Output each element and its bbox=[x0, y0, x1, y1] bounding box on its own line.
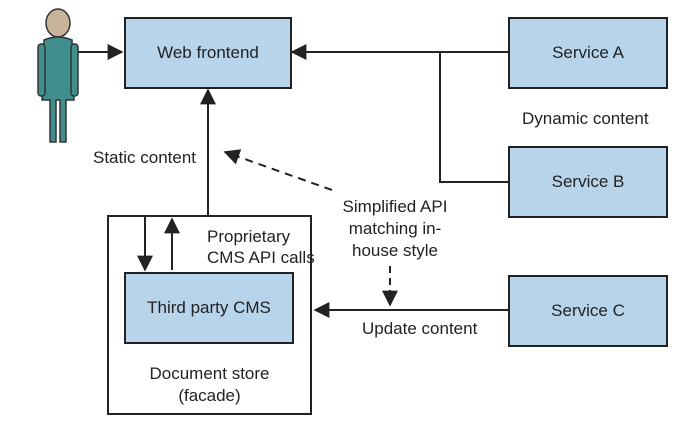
service-b-node: Service B bbox=[508, 146, 668, 218]
simplified-api-label-line-1: Simplified API bbox=[342, 197, 448, 216]
connector-service-b bbox=[439, 52, 508, 183]
dynamic-content-label: Dynamic content bbox=[522, 109, 649, 128]
third-party-cms-label: Third party CMS bbox=[147, 298, 271, 317]
update-content-label: Update content bbox=[362, 319, 478, 338]
third-party-cms-node: Third party CMS bbox=[124, 272, 294, 344]
document-store-label-line-1: Document store bbox=[149, 364, 270, 383]
document-store-label-line-2: (facade) bbox=[178, 386, 241, 405]
simplified-api-label-line-3: house style bbox=[352, 241, 438, 260]
static-content-label: Static content bbox=[93, 148, 197, 167]
service-a-node: Service A bbox=[508, 17, 668, 89]
dashed-arrow-to-static-content bbox=[223, 149, 333, 191]
service-c-node: Service C bbox=[508, 275, 668, 347]
person-icon bbox=[37, 8, 79, 143]
service-c-label: Service C bbox=[551, 301, 625, 320]
web-frontend-label: Web frontend bbox=[157, 43, 259, 62]
proprietary-label-line-2: CMS API calls bbox=[207, 248, 315, 267]
service-a-label: Service A bbox=[552, 43, 624, 62]
service-b-label: Service B bbox=[551, 172, 625, 191]
simplified-api-label-line-2: matching in- bbox=[348, 219, 442, 238]
proprietary-label-line-1: Proprietary bbox=[207, 227, 291, 246]
web-frontend-node: Web frontend bbox=[124, 17, 292, 89]
document-store-facade bbox=[107, 215, 312, 415]
